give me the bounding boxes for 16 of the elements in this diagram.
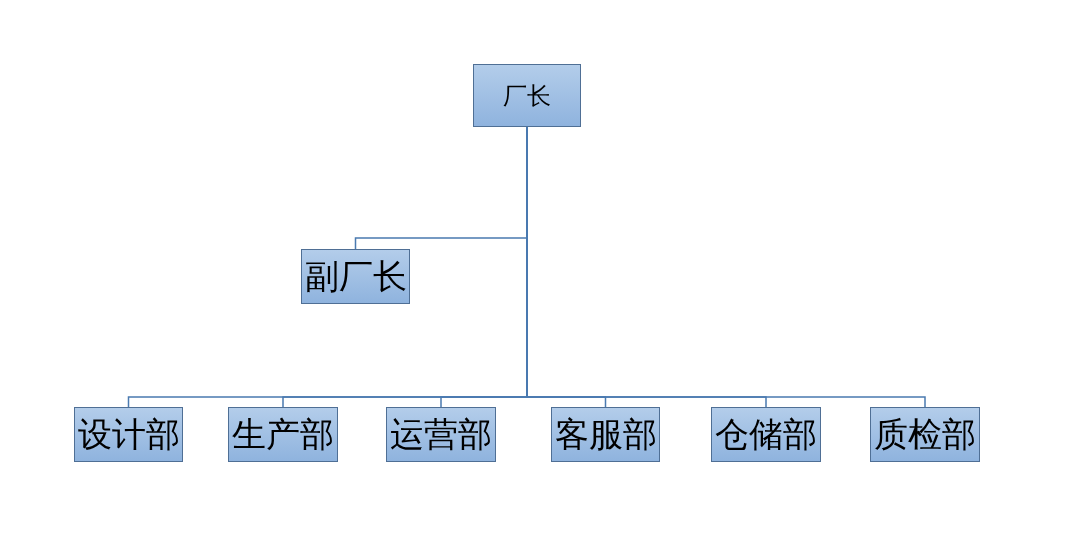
- org-box: [473, 64, 581, 127]
- box-label: 设计部: [77, 412, 180, 456]
- box-label: 生产部: [232, 412, 334, 456]
- org-box: [228, 407, 338, 462]
- org-box: [301, 249, 410, 304]
- org-box: [74, 407, 183, 462]
- box-label: 质检部: [874, 412, 976, 456]
- org-box: [711, 407, 821, 462]
- box-label: 仓储部: [715, 412, 817, 456]
- org-box: [870, 407, 980, 462]
- box-label: 运营部: [390, 412, 492, 456]
- box-label: 客服部: [554, 412, 657, 456]
- box-label: 厂长: [503, 80, 551, 112]
- org-box: [386, 407, 496, 462]
- org-box: [551, 407, 660, 462]
- box-label: 副厂长: [304, 254, 407, 298]
